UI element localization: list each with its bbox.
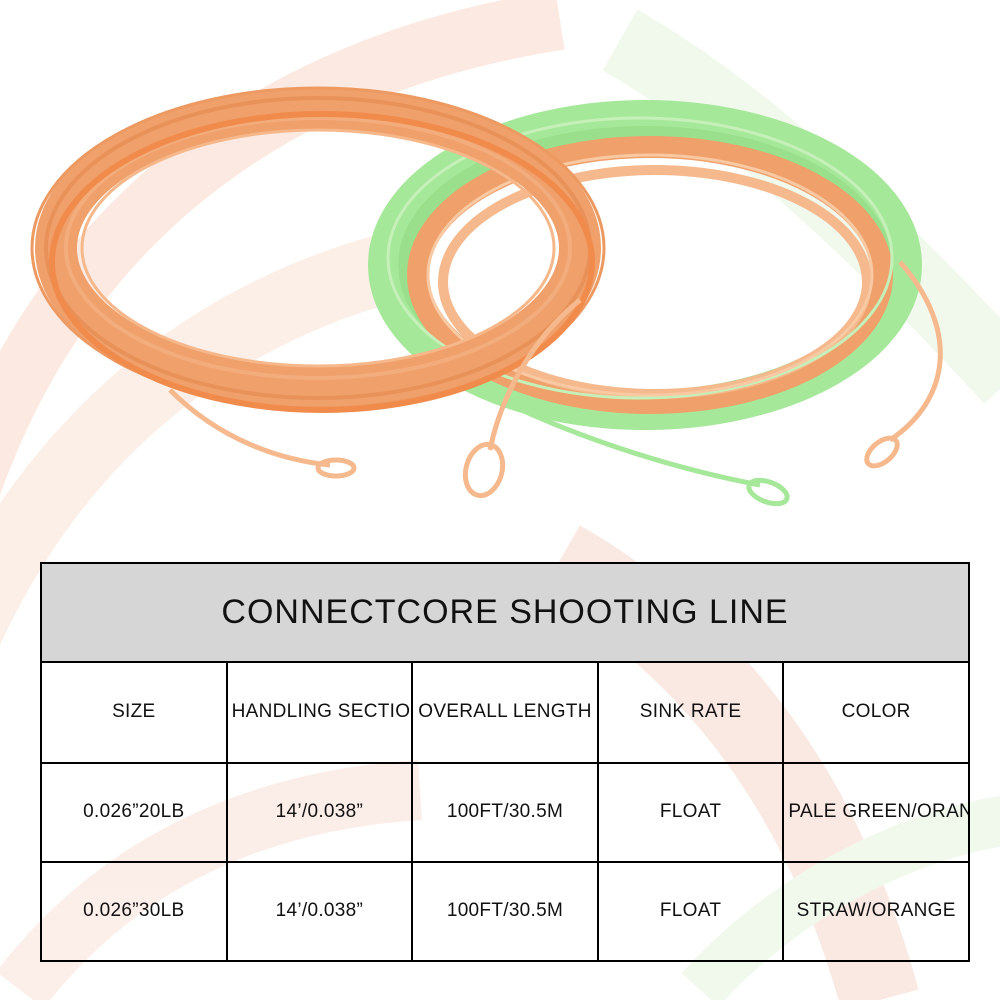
- table-title-row: CONNECTCORE SHOOTING LINE: [40, 562, 970, 663]
- header-sink-rate: SINK RATE: [596, 660, 785, 764]
- orange-line-loop-left: [168, 388, 357, 479]
- cell-size: 0.026”30LB: [40, 860, 228, 963]
- green-line-loop: [488, 392, 790, 507]
- table-row: 0.026”30LB 14’/0.038” 100FT/30.5M FLOAT …: [40, 860, 970, 963]
- cell-color: STRAW/ORANGE: [782, 860, 970, 963]
- cell-handling-section: 14’/0.038”: [225, 860, 414, 963]
- header-handling-section: HANDLING SECTION: [225, 660, 414, 764]
- orange-line-loop-right: [864, 260, 943, 469]
- header-size: SIZE: [40, 660, 228, 764]
- header-color: COLOR: [782, 660, 970, 764]
- cell-color: PALE GREEN/ORANGE: [782, 761, 970, 863]
- cell-overall-length: 100FT/30.5M: [411, 761, 599, 863]
- cell-sink-rate: FLOAT: [596, 860, 785, 963]
- middle-line-loop: [462, 298, 582, 499]
- header-overall-length: OVERALL LENGTH: [411, 660, 599, 764]
- cell-handling-section: 14’/0.038”: [225, 761, 414, 863]
- cell-overall-length: 100FT/30.5M: [411, 860, 599, 963]
- cell-sink-rate: FLOAT: [596, 761, 785, 863]
- green-orange-coil: [368, 100, 922, 430]
- specification-table: CONNECTCORE SHOOTING LINE SIZE HANDLING …: [40, 562, 970, 963]
- orange-coil: [30, 86, 606, 413]
- table-title: CONNECTCORE SHOOTING LINE: [40, 562, 970, 663]
- cell-size: 0.026”20LB: [40, 761, 228, 863]
- table-header-row: SIZE HANDLING SECTION OVERALL LENGTH SIN…: [40, 660, 970, 764]
- table-row: 0.026”20LB 14’/0.038” 100FT/30.5M FLOAT …: [40, 761, 970, 863]
